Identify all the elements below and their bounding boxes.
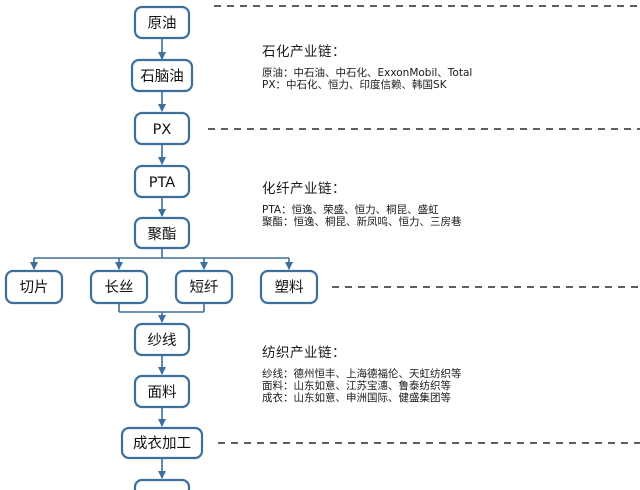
node-filament: 长丝 (89, 269, 149, 305)
node-naphtha: 石脑油 (130, 58, 194, 93)
fiber-line-polyester: 聚酯：恒逸、桐昆、新凤鸣、恒力、三房巷 (262, 216, 462, 228)
fiber-chain-info: 化纤产业链： PTA：恒逸、荣盛、恒力、桐昆、盛虹 聚酯：恒逸、桐昆、新凤鸣、恒… (262, 177, 462, 228)
textile-chain-info: 纺织产业链： 纱线：德州恒丰、上海德福伦、天虹纺织等 面料：山东如意、江苏宝潓、… (262, 341, 462, 404)
svg-text:切片: 切片 (20, 279, 49, 296)
svg-text:塑料: 塑料 (275, 279, 304, 296)
svg-text:聚酯: 聚酯 (148, 226, 177, 243)
node-polyester: 聚酯 (133, 216, 191, 250)
node-garment-processing: 成衣加工 (120, 426, 204, 460)
node-plastic: 塑料 (259, 269, 319, 305)
textile-line-garment: 成衣：山东如意、申洲国际、健盛集团等 (262, 392, 451, 404)
fiber-line-pta: PTA：恒逸、荣盛、恒力、桐昆、盛虹 (262, 204, 439, 216)
node-next-partial (133, 478, 191, 490)
petrochem-line-px: PX：中石化、恒力、印度信赖、韩国SK (262, 79, 447, 91)
svg-text:长丝: 长丝 (105, 279, 134, 296)
svg-text:短纤: 短纤 (190, 279, 219, 296)
node-yarn: 纱线 (133, 322, 191, 357)
node-chip: 切片 (4, 269, 64, 305)
svg-text:石脑油: 石脑油 (140, 68, 184, 85)
svg-text:成衣加工: 成衣加工 (133, 435, 191, 452)
textile-chain-title: 纺织产业链： (262, 345, 346, 361)
petrochem-chain-info: 石化产业链： 原油：中石油、中石化、ExxonMobil、Total PX：中石… (262, 40, 472, 91)
svg-text:纱线: 纱线 (148, 332, 177, 349)
svg-text:面料: 面料 (148, 384, 177, 401)
svg-text:原油: 原油 (148, 15, 177, 32)
petrochem-chain-title: 石化产业链： (262, 44, 346, 60)
node-fabric: 面料 (133, 374, 191, 409)
fiber-chain-title: 化纤产业链： (262, 181, 346, 197)
node-pta: PTA (133, 164, 191, 199)
svg-text:PX: PX (153, 122, 172, 138)
textile-line-yarn: 纱线：德州恒丰、上海德福伦、天虹纺织等 (262, 368, 462, 380)
node-staple: 短纤 (174, 269, 234, 305)
petrochem-line-crude: 原油：中石油、中石化、ExxonMobil、Total (262, 67, 473, 79)
node-px: PX (133, 111, 191, 146)
node-crude-oil: 原油 (133, 5, 191, 40)
svg-text:PTA: PTA (149, 175, 175, 191)
textile-line-fabric: 面料：山东如意、江苏宝潓、鲁泰纺织等 (262, 380, 451, 392)
